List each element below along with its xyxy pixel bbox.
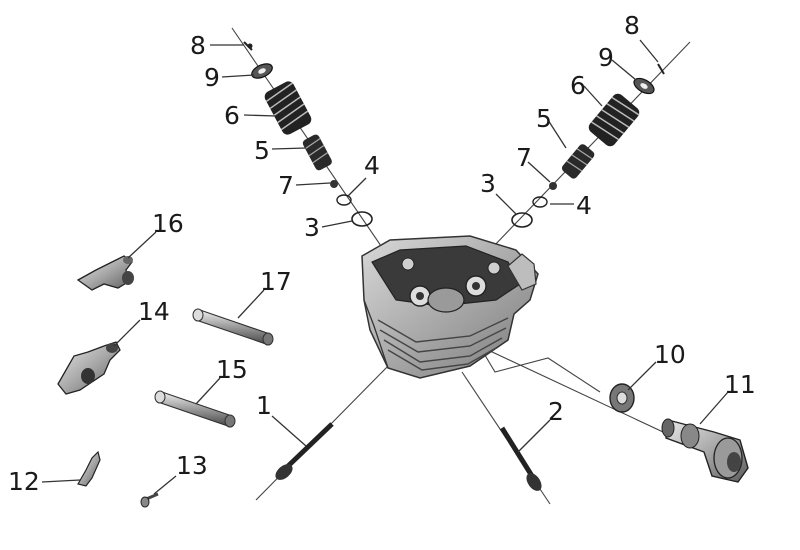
part-3-left (351, 211, 373, 227)
label-5-right: 5 (536, 104, 552, 133)
label-15: 15 (216, 355, 248, 384)
part-8-left (243, 41, 253, 51)
part-5-left (302, 134, 332, 171)
leader-7-left (295, 182, 331, 186)
label-10: 10 (654, 340, 686, 369)
part-14-rocker-arm (57, 341, 121, 395)
part-17-rocker-shaft (192, 308, 274, 346)
label-1: 1 (256, 391, 272, 420)
label-7-left: 7 (278, 171, 294, 200)
callout-labels: 8 9 6 5 7 4 3 8 9 6 5 7 4 3 16 17 14 15 … (8, 11, 756, 496)
leader-6-right (583, 85, 603, 107)
leader-4-left (347, 177, 367, 197)
part-3-right (511, 212, 533, 228)
label-7-right: 7 (516, 143, 532, 172)
label-8-right: 8 (624, 11, 640, 40)
label-4-right: 4 (576, 191, 592, 220)
leader-12 (41, 479, 81, 483)
part-9-right (633, 77, 655, 95)
part-1-valve (275, 422, 334, 480)
label-14: 14 (138, 297, 170, 326)
part-13-pin (140, 492, 159, 508)
part-5-right (561, 144, 595, 179)
label-5-left: 5 (254, 136, 270, 165)
leader-16 (127, 231, 157, 259)
leader-13 (153, 475, 177, 495)
label-12: 12 (8, 467, 40, 496)
part-6-left (264, 81, 312, 135)
leader-8-right (639, 39, 659, 63)
part-9-left (251, 63, 273, 79)
leader-2 (517, 419, 551, 453)
part-7-left (330, 180, 338, 188)
leader-9-right (611, 59, 637, 81)
leader-6-left (243, 114, 277, 117)
part-11-camshaft (661, 418, 749, 483)
leader-10 (627, 361, 657, 391)
label-3-left: 3 (304, 213, 320, 242)
leader-3-left (321, 220, 353, 228)
part-7-right (549, 182, 557, 190)
label-9-left: 9 (204, 63, 220, 92)
label-16: 16 (152, 209, 184, 238)
part-4-right (532, 196, 548, 208)
part-2-valve (499, 426, 542, 491)
label-9-right: 9 (598, 43, 614, 72)
leader-lines (41, 39, 729, 495)
part-8-right (657, 63, 665, 75)
part-10-bearing (609, 383, 635, 413)
leader-15 (195, 377, 221, 405)
leader-14 (113, 319, 141, 347)
leader-9-left (221, 74, 255, 78)
leader-17 (237, 289, 265, 319)
label-13: 13 (176, 451, 208, 480)
leader-11 (699, 391, 729, 425)
label-6-left: 6 (224, 101, 240, 130)
label-6-right: 6 (570, 71, 586, 100)
leader-5-left (271, 147, 307, 150)
part-12-clip (77, 450, 101, 487)
part-15-rocker-shaft (154, 390, 236, 428)
label-17: 17 (260, 267, 292, 296)
leader-5-right (547, 119, 567, 149)
part-4-left (336, 194, 352, 206)
leader-7-right (527, 161, 551, 183)
label-3-right: 3 (480, 169, 496, 198)
label-4-left: 4 (364, 151, 380, 180)
label-8-left: 8 (190, 31, 206, 60)
part-16-rocker-arm (76, 255, 134, 291)
leader-3-right (495, 193, 517, 215)
cylinder-head (361, 235, 539, 379)
label-11: 11 (724, 370, 756, 399)
part-6-right (588, 93, 640, 147)
leader-1 (271, 415, 307, 447)
label-2: 2 (548, 397, 564, 426)
